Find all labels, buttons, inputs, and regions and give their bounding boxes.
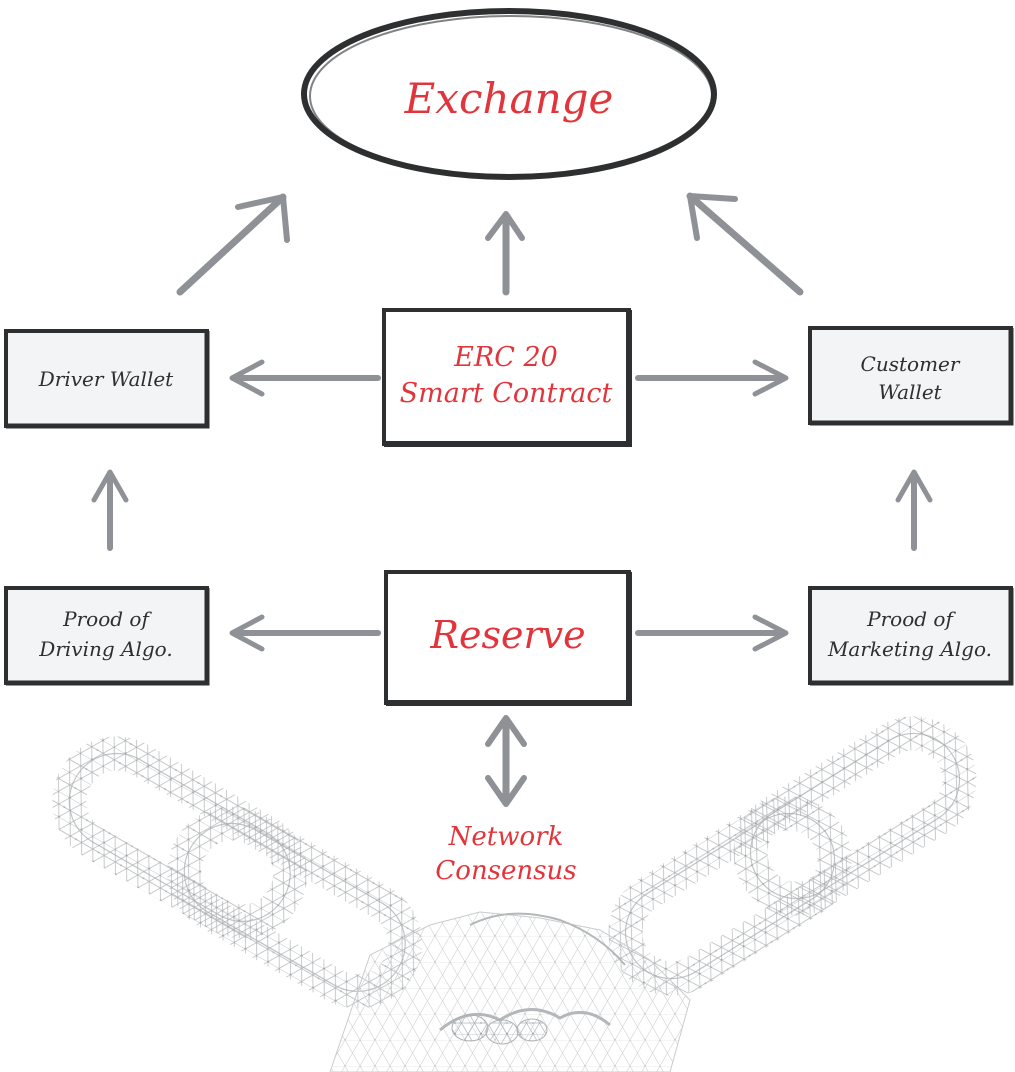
arrow-proof-marketing-to-customer-wallet [895, 469, 933, 551]
customer-wallet-label-line2: Wallet [878, 380, 942, 404]
erc20-label-line2: Smart Contract [400, 378, 613, 409]
node-driver-wallet: Driver Wallet [4, 329, 210, 429]
erc20-label-line1: ERC 20 [453, 342, 558, 373]
chain-link-right-icon [608, 716, 977, 996]
reserve-label: Reserve [429, 613, 585, 657]
handshake-icon [329, 911, 691, 1072]
network-consensus-line1: Network [448, 822, 564, 852]
arrow-reserve-to-proof-driving [229, 614, 381, 652]
arrow-erc20-to-driver-wallet [229, 359, 381, 397]
arrow-reserve-network-consensus [485, 715, 527, 807]
customer-wallet-label-line1: Customer [861, 352, 961, 376]
arrow-erc20-to-customer-wallet [635, 359, 789, 397]
arrow-driver-wallet-to-exchange [176, 193, 290, 296]
node-customer-wallet: Customer Wallet [808, 326, 1014, 426]
arrow-reserve-to-proof-marketing [635, 614, 789, 652]
network-consensus-line2: Consensus [435, 856, 576, 886]
node-network-consensus: Network Consensus [435, 822, 576, 886]
node-reserve: Reserve [384, 570, 632, 706]
network-illustration [52, 716, 977, 1072]
node-proof-of-driving: Prood of Driving Algo. [4, 586, 210, 686]
node-erc20-smart-contract: ERC 20 Smart Contract [382, 308, 632, 447]
proof-driving-label-line2: Driving Algo. [38, 637, 172, 661]
exchange-label: Exchange [404, 74, 614, 123]
driver-wallet-label: Driver Wallet [38, 367, 174, 391]
proof-driving-label-line1: Prood of [62, 607, 152, 631]
arrow-erc20-to-exchange [485, 211, 525, 296]
arrow-customer-wallet-to-exchange [686, 192, 804, 296]
arrows [91, 192, 933, 807]
node-exchange: Exchange [301, 8, 717, 180]
arrow-proof-driving-to-driver-wallet [91, 469, 129, 551]
proof-marketing-label-line1: Prood of [866, 607, 956, 631]
node-proof-of-marketing: Prood of Marketing Algo. [808, 586, 1014, 686]
proof-marketing-label-line2: Marketing Algo. [827, 637, 992, 661]
